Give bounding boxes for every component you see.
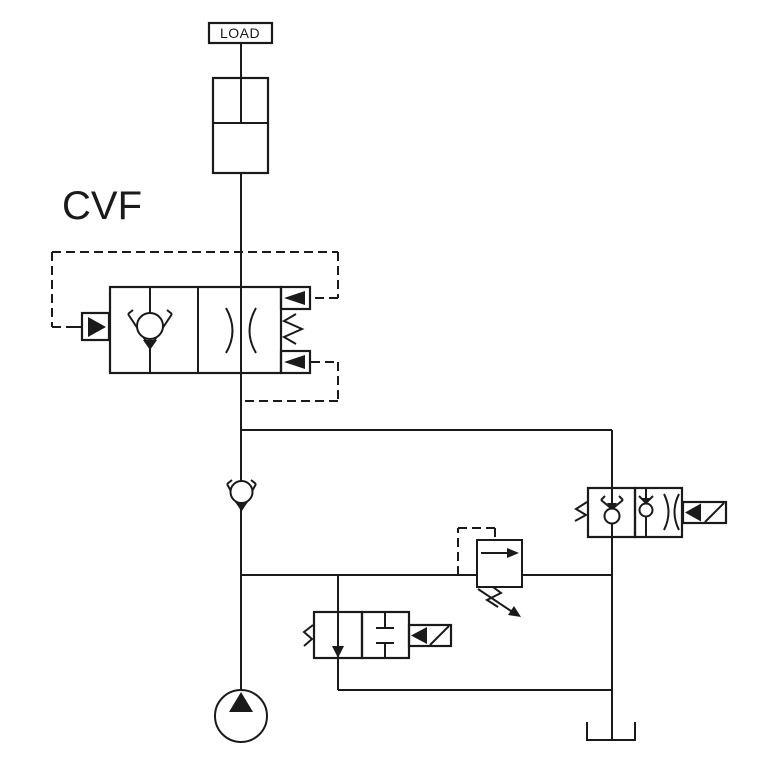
cvf-flow-restrictor-icon: [225, 307, 257, 354]
relief-pilot-line: [457, 527, 496, 575]
rv-solenoid-diagonal: [704, 502, 725, 523]
cvf-check-ball: [136, 312, 164, 340]
cvf-left-pilot-triangle-icon: [88, 317, 106, 337]
sol2-flow-arrow-icon: [332, 646, 344, 658]
cvf-label: CVF: [62, 184, 142, 228]
rv-restrictor-right-arc: [673, 493, 680, 531]
pilot-line-right-bottom: [241, 361, 339, 402]
pilot-line-right-top: [311, 252, 339, 299]
rv-check-ball: [603, 507, 621, 525]
rv-small-check-apex: [642, 498, 650, 504]
relief-valve: [476, 539, 523, 617]
relief-valve-body: [476, 539, 523, 588]
pilot-lines: [51, 251, 496, 575]
cvf-check-seat-apex: [143, 340, 157, 350]
load-box: [207, 21, 274, 45]
connection-lines: [240, 44, 613, 740]
rv-check-seat: [600, 495, 624, 510]
relief-adjust-arrow-shaft: [477, 588, 512, 612]
cvf-spring: [281, 313, 305, 345]
sol2-solenoid-icon: [407, 623, 453, 648]
cvf-top-pilot: [279, 285, 312, 311]
sol2-blocked-ports-icon: [376, 612, 394, 658]
load-label: LOAD: [220, 25, 260, 41]
cvf-bottom-pilot: [279, 349, 312, 375]
main-check-seat-apex: [235, 502, 248, 511]
pump-direction-triangle-icon: [229, 692, 253, 712]
sol2-spring-icon: [302, 624, 314, 647]
relief-spring-icon: [484, 586, 503, 608]
cylinder-body: [211, 76, 270, 175]
cvf-top-pilot-box: [279, 285, 312, 311]
sol2-solenoid-triangle: [411, 627, 427, 644]
rv-spring-icon: [574, 501, 589, 522]
sol2-solenoid-diagonal: [429, 625, 450, 646]
cvf-bottom-pilot-triangle-icon: [284, 355, 305, 369]
relief-flow-arrow-head: [507, 548, 519, 558]
rv-small-check-ball: [638, 502, 654, 518]
tank-symbol: [586, 722, 636, 741]
restrictor-left-arc: [225, 307, 234, 354]
cvf-bottom-pilot-box: [279, 349, 312, 375]
cvf-left-pilot-box: [80, 311, 111, 342]
solenoid-check-throttle-valve: [574, 486, 728, 539]
cvf-block-outline: [108, 285, 283, 375]
cvf-valve-block: [75, 285, 312, 375]
cvf-check-valve-icon: [127, 287, 173, 373]
cvf-left-pilot: [75, 311, 111, 342]
pump-circle: [214, 689, 268, 743]
cvf-top-pilot-triangle-icon: [284, 291, 305, 305]
cvf-spring-icon: [281, 313, 305, 345]
pump-symbol: [214, 689, 268, 743]
unload-valve-line: [337, 575, 612, 691]
rv-check-restrictor-icon: [638, 488, 680, 537]
tank-outline: [586, 722, 636, 741]
main-check-ball: [229, 480, 254, 504]
sol2-solenoid-box: [407, 623, 453, 648]
rv-solenoid-icon: [681, 500, 728, 525]
load-symbol: LOAD: [207, 21, 274, 45]
restrictor-right-arc: [248, 307, 257, 354]
cylinder-symbol: [211, 76, 270, 175]
rv-solenoid-triangle: [685, 503, 701, 522]
rv-check-seat-apex: [607, 503, 617, 510]
main-check-valve-icon: [226, 479, 257, 511]
right-branch-line: [241, 429, 613, 740]
rv-check-valve-icon: [600, 495, 624, 525]
rv-restrictor-left-arc: [663, 493, 670, 531]
pilot-line-left: [51, 252, 75, 328]
relief-adjust-arrow-head: [508, 606, 521, 617]
solenoid-valve-2way: [302, 610, 453, 660]
rv-solenoid-box: [681, 500, 728, 525]
